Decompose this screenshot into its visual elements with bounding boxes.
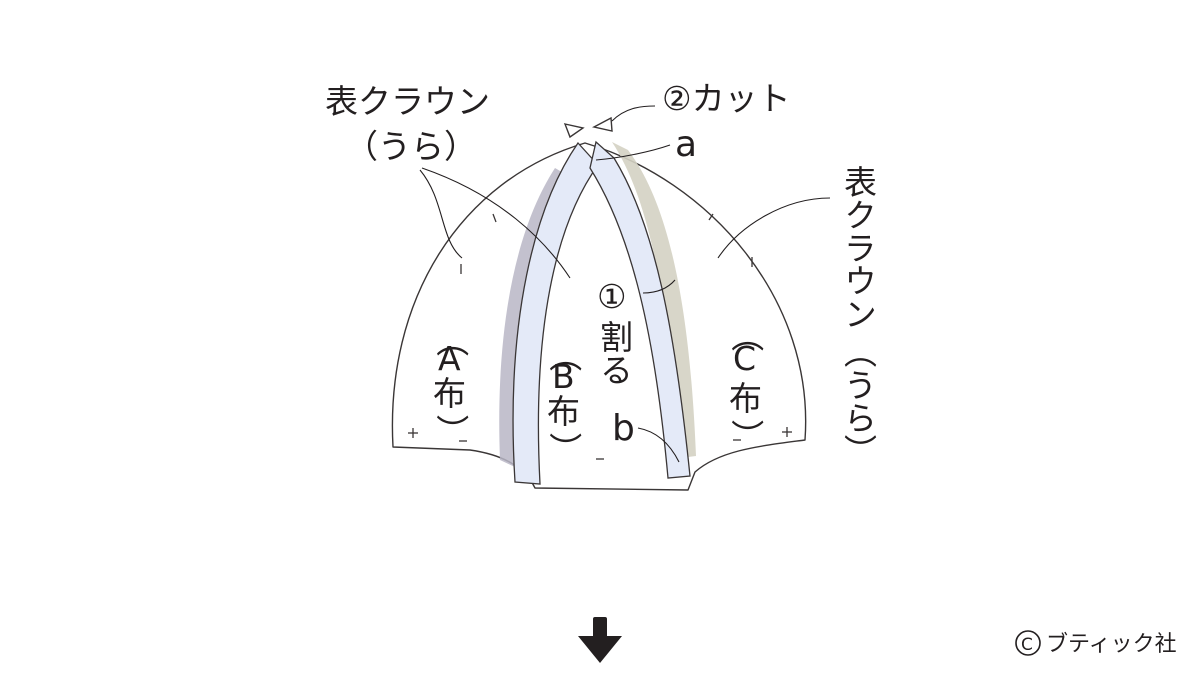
split-step-text: 割る — [595, 320, 634, 386]
cut-step-label: ②カット — [662, 79, 791, 118]
leader-line-left-crown — [419, 169, 463, 259]
leader-line-b — [637, 427, 680, 463]
outer-crown-right-label: 表クラウン （うら） — [839, 165, 878, 467]
outer-crown-left-label: 表クラウン — [325, 82, 490, 121]
leader-line-right-crown — [717, 197, 831, 259]
down-arrow-icon — [578, 617, 622, 663]
svg-text:表クラウン: 表クラウン — [839, 165, 878, 330]
outer-crown-left-paren: （うら） — [345, 127, 477, 166]
svg-text:）: ） — [432, 414, 471, 447]
svg-text:（うら）: （うら） — [839, 335, 878, 467]
svg-text:C: C — [1021, 635, 1033, 655]
svg-text:C: C — [733, 339, 756, 378]
svg-text:布: 布 — [547, 392, 580, 431]
svg-text:）: ） — [545, 432, 584, 465]
copyright-icon: C — [1015, 630, 1041, 656]
fold-band-left — [512, 141, 599, 485]
notch-triangle-left — [563, 123, 585, 139]
leader-line-split — [642, 279, 676, 294]
fold-band-right — [589, 140, 691, 479]
matching-marks — [408, 213, 792, 460]
point-b-label: b — [612, 408, 635, 449]
svg-text:布: 布 — [729, 379, 762, 418]
svg-text:（: （ — [432, 324, 471, 357]
fabric-c-label: （ C 布 ） — [727, 319, 766, 452]
split-step-number: ① — [597, 277, 627, 316]
leader-line-cut — [611, 105, 656, 122]
crown-outline — [391, 142, 807, 491]
notch-triangle-right — [591, 116, 613, 132]
svg-text:（: （ — [545, 339, 584, 372]
copyright-text: ブティック社 — [1046, 632, 1177, 657]
svg-text:）: ） — [727, 419, 766, 452]
point-a-label: a — [675, 124, 697, 165]
fabric-b-label: （ B 布 ） — [545, 339, 584, 465]
leader-line-a — [595, 144, 671, 161]
svg-text:布: 布 — [433, 374, 466, 413]
fabric-a-label: （ A 布 ） — [432, 324, 471, 447]
leader-line-b-fabric — [421, 167, 571, 279]
svg-text:A: A — [438, 339, 461, 378]
svg-text:割る: 割る — [595, 320, 634, 386]
svg-text:（: （ — [727, 319, 766, 352]
svg-text:B: B — [552, 357, 575, 396]
seam-allowance-left — [499, 168, 572, 468]
